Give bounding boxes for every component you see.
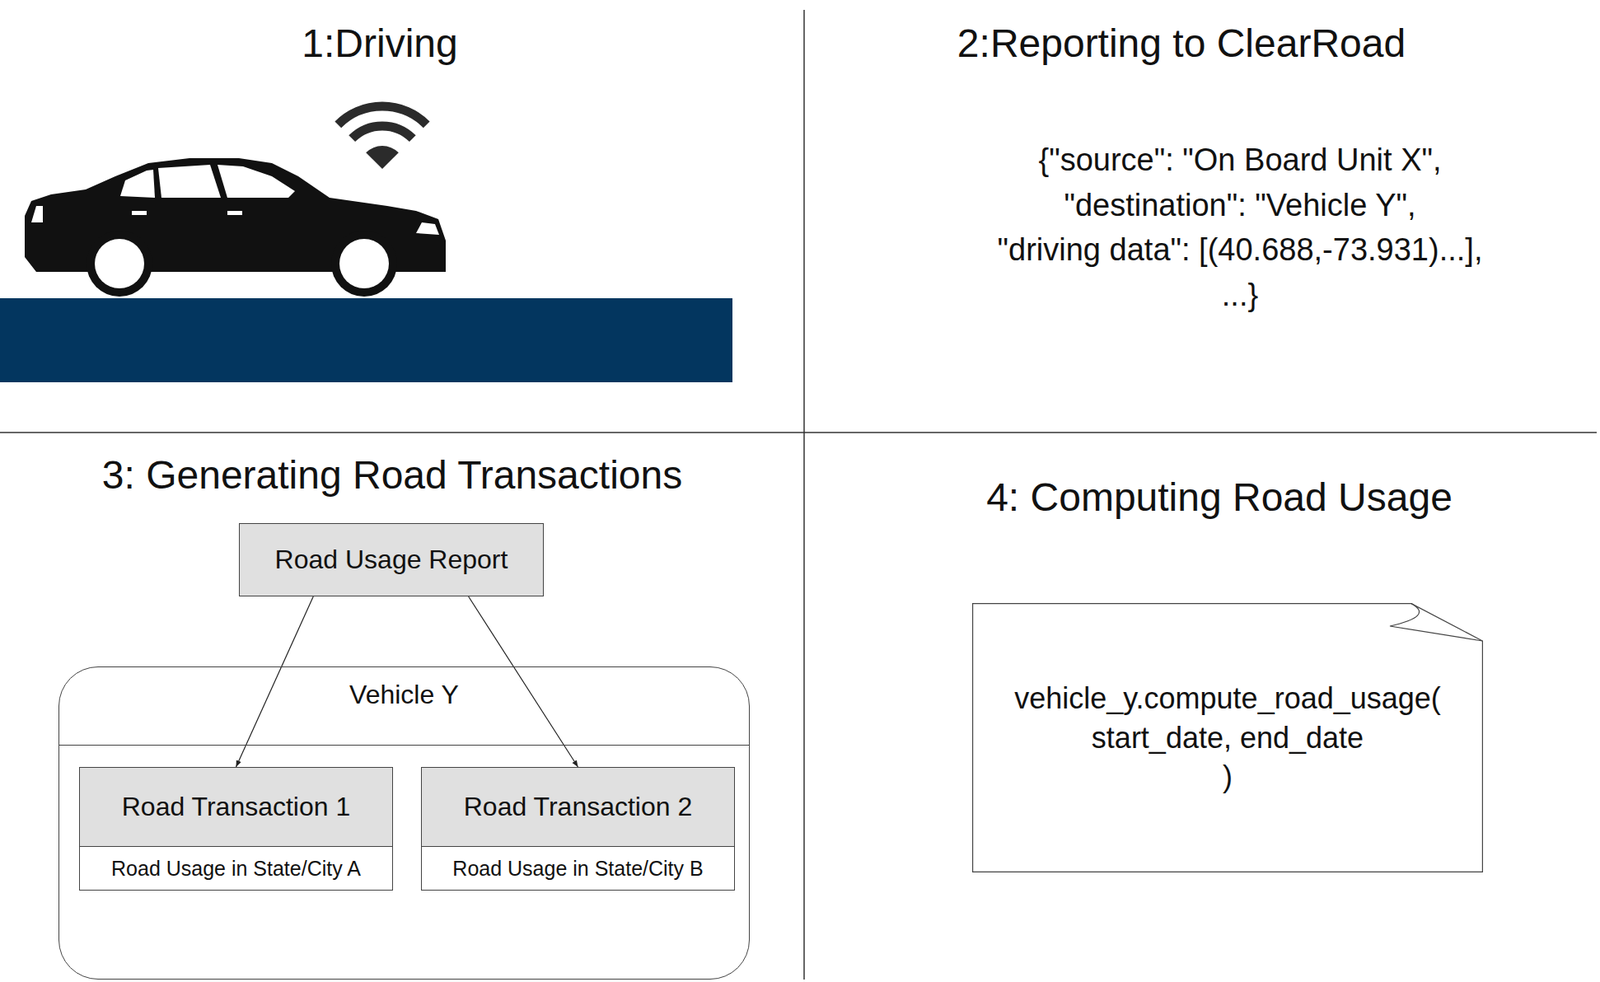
car xyxy=(24,158,446,297)
panel-title: 1:Driving xyxy=(301,20,458,66)
box-body-text: Road Usage in State/City A xyxy=(111,856,361,881)
json-line: "driving data": [(40.688,-73.931)...], xyxy=(997,232,1484,268)
vehicle-container: Vehicle Y Road Transaction 1 Road Usage in… xyxy=(58,666,750,980)
road xyxy=(0,298,733,383)
panel-title: 2:Reporting to ClearRoad xyxy=(957,20,1406,66)
box-title: Road Transaction 2 xyxy=(463,791,693,823)
box-header: Road Transaction 2 xyxy=(421,767,735,847)
box-body-text: Road Usage in State/City B xyxy=(452,856,703,881)
box-title: Road Transaction 1 xyxy=(121,791,351,823)
box-body: Road Usage in State/City A xyxy=(79,846,393,890)
transaction-box: Road Transaction 2 Road Usage in State/Ci… xyxy=(421,767,735,891)
report-box: Road Usage Report xyxy=(238,523,544,597)
panel-divider xyxy=(803,9,805,980)
transaction-box: Road Transaction 1 Road Usage in State/Ci… xyxy=(79,767,393,891)
container-header: Vehicle Y xyxy=(59,667,749,746)
arrow-connector xyxy=(468,596,579,768)
note-shape xyxy=(973,603,1484,873)
panel-title: 4: Computing Road Usage xyxy=(986,474,1453,520)
wifi-symbol xyxy=(337,106,426,169)
code-note: vehicle_y.compute_road_usage( start_date… xyxy=(972,603,1484,873)
container-title: Vehicle Y xyxy=(349,679,459,711)
panel-divider xyxy=(0,431,1597,434)
json-line: ...} xyxy=(1221,277,1259,314)
code-text: vehicle_y.compute_road_usage( start_date… xyxy=(1014,678,1441,798)
box-label: Road Usage Report xyxy=(275,544,509,576)
box-header: Road Transaction 1 xyxy=(79,767,393,847)
note-fold xyxy=(1389,603,1483,641)
json-line: "destination": "Vehicle Y", xyxy=(1063,187,1416,224)
arrow-connector xyxy=(236,596,314,768)
json-line: {"source": "On Board Unit X", xyxy=(1038,142,1441,178)
box-body: Road Usage in State/City B xyxy=(421,846,735,890)
panel-title: 3: Generating Road Transactions xyxy=(102,452,683,498)
